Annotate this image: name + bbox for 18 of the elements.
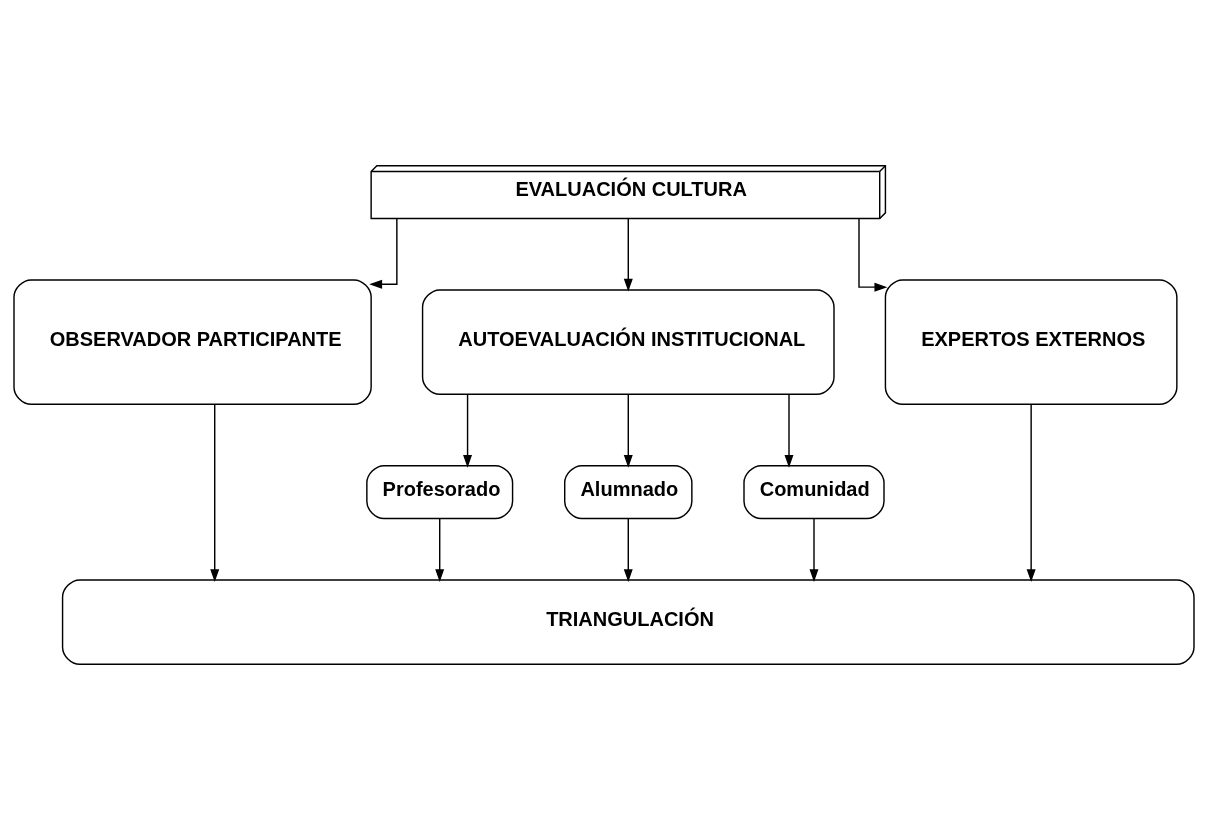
node-box: AUTOEVALUACIÓN INSTITUCIONAL <box>421 288 835 395</box>
arrow <box>463 393 473 468</box>
arrow <box>858 217 888 292</box>
arrow <box>210 403 220 582</box>
arrow <box>1026 403 1036 582</box>
node-box: Profesorado <box>366 464 514 519</box>
node-box: Comunidad <box>743 464 885 519</box>
node-box: Alumnado <box>564 464 693 519</box>
arrow <box>784 393 794 468</box>
arrow <box>623 393 633 468</box>
arrow <box>623 217 633 292</box>
arrow <box>369 217 398 289</box>
arrow <box>809 517 819 582</box>
node-box: EXPERTOS EXTERNOS <box>884 278 1178 405</box>
node-box: TRIANGULACIÓN <box>61 578 1195 665</box>
arrow <box>623 517 633 582</box>
node-box: OBSERVADOR PARTICIPANTE <box>13 278 372 405</box>
arrow <box>435 517 445 582</box>
